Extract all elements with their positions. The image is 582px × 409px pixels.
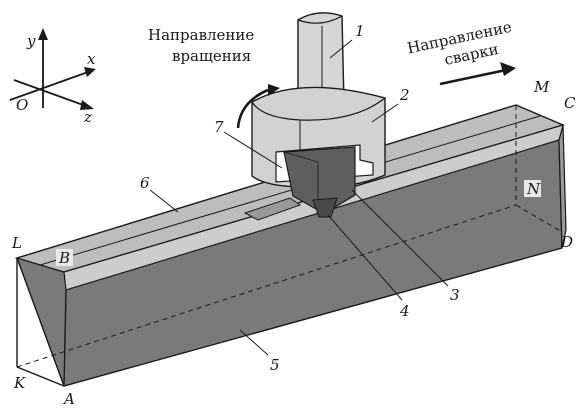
- weld-groove: [243, 197, 302, 221]
- rotation-caption-line2: вращения: [172, 47, 251, 65]
- coordinate-axes: y x z O: [9, 28, 96, 126]
- axis-x-label: x: [87, 50, 96, 68]
- axis-origin-label: O: [16, 96, 28, 114]
- axis-y-label: y: [26, 32, 36, 50]
- part-label-1: 1: [355, 22, 365, 40]
- rotation-caption-line1: Направление: [148, 26, 254, 44]
- point-b-box: [56, 249, 73, 266]
- part-label-6: 6: [140, 174, 150, 192]
- leader-lines: [149, 39, 449, 356]
- part-label-7: 7: [214, 118, 224, 136]
- fsw-tool: [251, 12, 386, 218]
- point-label-b: B: [58, 249, 70, 267]
- part-label-2: 2: [399, 86, 410, 104]
- point-label-a: A: [62, 390, 75, 408]
- part-label-5: 5: [270, 356, 280, 374]
- point-label-k: K: [13, 374, 26, 392]
- part-label-4: 4: [399, 302, 410, 320]
- point-label-m: M: [533, 78, 550, 96]
- rotation-arrow: [236, 84, 280, 129]
- point-label-l: L: [11, 234, 22, 252]
- point-n-box: [524, 180, 541, 197]
- point-label-d: D: [560, 233, 573, 251]
- weld-seam: [39, 115, 541, 266]
- hidden-edge-kn: [16, 204, 517, 368]
- welding-arrow: [439, 62, 516, 86]
- axis-z-label: z: [83, 108, 92, 126]
- point-label-n: N: [526, 180, 541, 198]
- part-label-3: 3: [450, 286, 460, 304]
- point-label-c: C: [564, 94, 576, 112]
